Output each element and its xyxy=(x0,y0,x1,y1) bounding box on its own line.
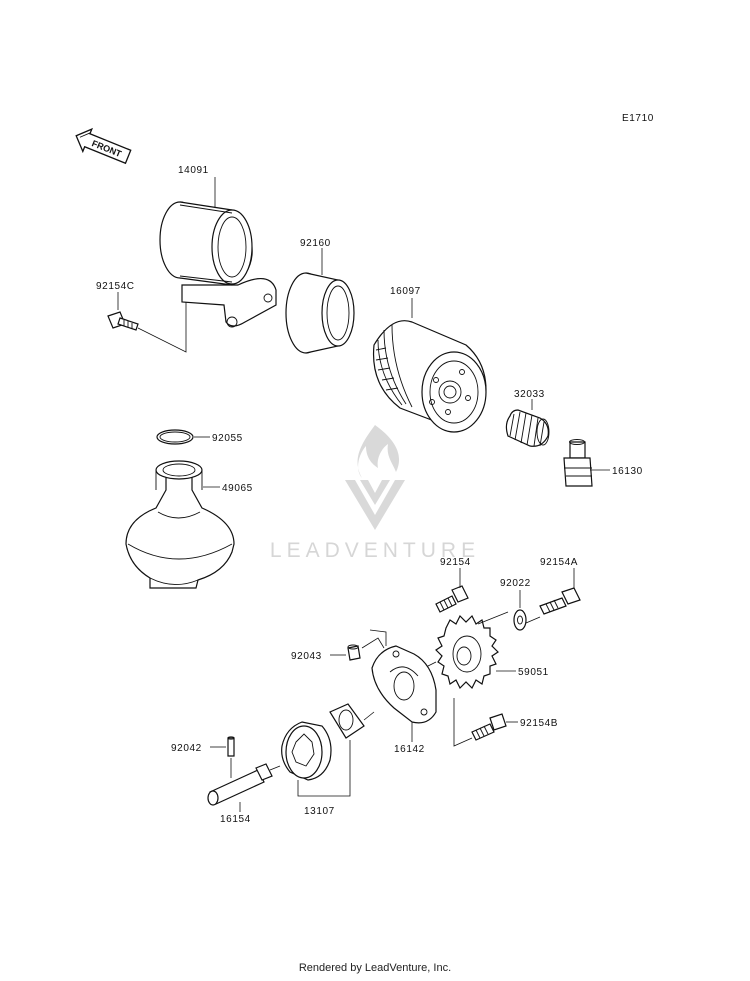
part-16142[interactable] xyxy=(371,645,437,724)
label-14091: 14091 xyxy=(178,165,209,176)
diagram-code: E1710 xyxy=(622,113,654,124)
part-92022[interactable] xyxy=(513,609,527,631)
part-92043[interactable] xyxy=(347,644,361,661)
label-92022: 92022 xyxy=(500,578,531,589)
footer-credit: Rendered by LeadVenture, Inc. xyxy=(298,962,452,974)
part-14091[interactable] xyxy=(159,201,277,328)
part-92042[interactable] xyxy=(227,736,235,757)
part-92055[interactable] xyxy=(156,429,194,445)
part-59051[interactable] xyxy=(435,614,499,690)
label-92154A: 92154A xyxy=(540,557,578,568)
label-92154: 92154 xyxy=(440,557,471,568)
label-32033: 32033 xyxy=(514,389,545,400)
watermark-logo: LEADVENTURE xyxy=(270,425,480,562)
label-16130: 16130 xyxy=(612,466,643,477)
part-92154[interactable] xyxy=(435,585,469,613)
label-92154C: 92154C xyxy=(96,281,135,292)
label-13107: 16154 xyxy=(220,814,251,825)
label-92055: 92055 xyxy=(212,433,243,444)
part-92154B[interactable] xyxy=(471,713,507,741)
label-92043: 92043 xyxy=(291,651,322,662)
part-92154A[interactable] xyxy=(539,587,581,615)
label-16154: 13107 xyxy=(304,806,335,817)
label-49065: 49065 xyxy=(222,483,253,494)
part-32033[interactable] xyxy=(505,409,550,447)
watermark-text: LEADVENTURE xyxy=(270,539,480,562)
label-59051: 59051 xyxy=(518,667,549,678)
label-92154B: 92154B xyxy=(520,718,558,729)
part-92154C[interactable] xyxy=(107,311,139,331)
label-92160: 92160 xyxy=(300,238,331,249)
label-92042: 92042 xyxy=(171,743,202,754)
part-16154[interactable] xyxy=(281,703,365,781)
front-arrow-icon: FRONT xyxy=(75,127,132,165)
part-13107[interactable] xyxy=(207,763,273,806)
part-49065[interactable] xyxy=(125,460,235,589)
part-16097[interactable] xyxy=(372,320,487,433)
part-16130[interactable] xyxy=(563,439,593,487)
label-16142: 16142 xyxy=(394,744,425,755)
label-16097: 16097 xyxy=(390,286,421,297)
part-92160[interactable] xyxy=(285,272,355,354)
